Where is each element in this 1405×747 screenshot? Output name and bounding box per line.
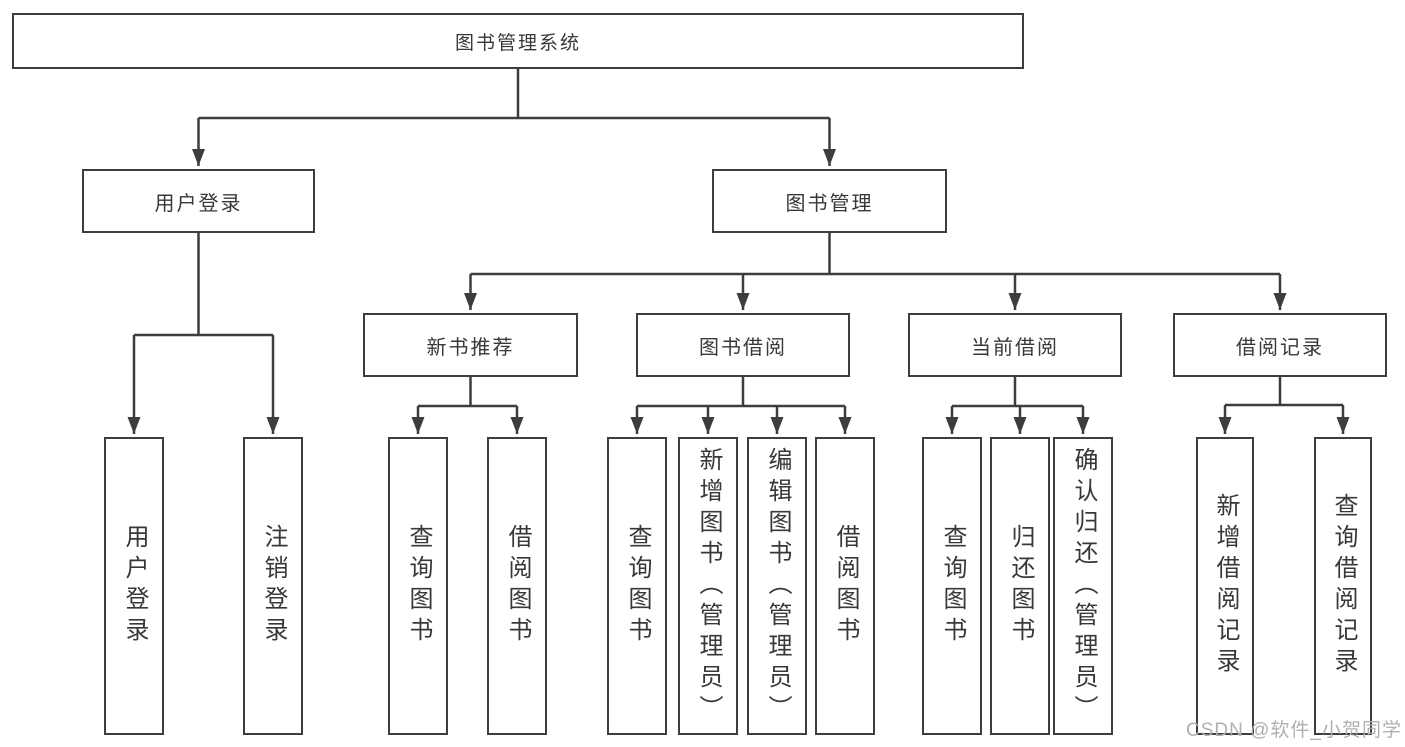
leaf-query-books-current-label: 查询图书 bbox=[939, 524, 966, 648]
node-current-borrow: 当前借阅 bbox=[908, 313, 1122, 377]
node-borrow-record: 借阅记录 bbox=[1173, 313, 1387, 377]
node-book-management-label: 图书管理 bbox=[785, 192, 874, 215]
node-book-borrow-label: 图书借阅 bbox=[699, 336, 787, 359]
node-book-management: 图书管理 bbox=[712, 169, 947, 233]
leaf-user-login-label: 用户登录 bbox=[121, 524, 148, 648]
leaf-add-book-admin-label: 新增图书（管理员） bbox=[695, 446, 722, 726]
node-book-borrow: 图书借阅 bbox=[636, 313, 850, 377]
node-new-book-recommend-label: 新书推荐 bbox=[426, 336, 515, 359]
node-user-login: 用户登录 bbox=[82, 169, 315, 233]
leaf-borrow-books-label: 借阅图书 bbox=[832, 524, 859, 648]
leaf-query-books-borrow: 查询图书 bbox=[607, 437, 667, 735]
leaf-borrow-books-recommend: 借阅图书 bbox=[487, 437, 547, 735]
leaf-query-books-recommend: 查询图书 bbox=[388, 437, 448, 735]
leaf-query-books-recommend-label: 查询图书 bbox=[405, 524, 432, 648]
csdn-watermark: CSDN @软件_小贺同学 bbox=[1186, 720, 1402, 741]
leaf-edit-book-admin-label: 编辑图书（管理员） bbox=[764, 446, 791, 726]
leaf-confirm-return-admin: 确认归还（管理员） bbox=[1053, 437, 1113, 735]
leaf-add-borrow-record-label: 新增借阅记录 bbox=[1212, 493, 1239, 679]
leaf-logout-label: 注销登录 bbox=[260, 524, 287, 648]
leaf-add-book-admin: 新增图书（管理员） bbox=[678, 437, 738, 735]
leaf-add-borrow-record: 新增借阅记录 bbox=[1196, 437, 1254, 735]
node-user-login-label: 用户登录 bbox=[154, 192, 243, 215]
leaf-query-books-current: 查询图书 bbox=[922, 437, 982, 735]
leaf-query-books-borrow-label: 查询图书 bbox=[624, 524, 651, 648]
leaf-edit-book-admin: 编辑图书（管理员） bbox=[747, 437, 807, 735]
node-current-borrow-label: 当前借阅 bbox=[971, 336, 1059, 359]
node-new-book-recommend: 新书推荐 bbox=[363, 313, 578, 377]
node-root-label: 图书管理系统 bbox=[454, 32, 581, 54]
leaf-query-borrow-record: 查询借阅记录 bbox=[1314, 437, 1372, 735]
leaf-user-login: 用户登录 bbox=[104, 437, 164, 735]
leaf-confirm-return-admin-label: 确认归还（管理员） bbox=[1070, 446, 1097, 726]
leaf-borrow-books: 借阅图书 bbox=[815, 437, 875, 735]
leaf-return-book: 归还图书 bbox=[990, 437, 1050, 735]
leaf-borrow-books-recommend-label: 借阅图书 bbox=[504, 524, 531, 648]
node-root: 图书管理系统 bbox=[12, 13, 1024, 69]
leaf-query-borrow-record-label: 查询借阅记录 bbox=[1330, 493, 1357, 679]
node-borrow-record-label: 借阅记录 bbox=[1236, 336, 1324, 359]
leaf-logout: 注销登录 bbox=[243, 437, 303, 735]
leaf-return-book-label: 归还图书 bbox=[1007, 524, 1034, 648]
